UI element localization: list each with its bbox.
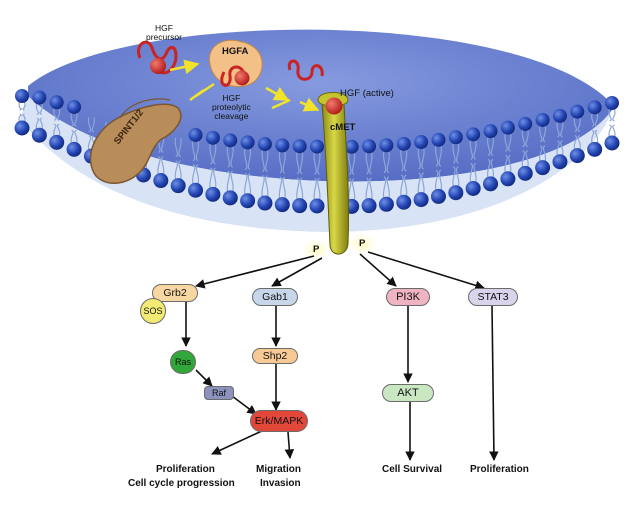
stat3-node: STAT3 [468,288,518,306]
activation-arrows [169,59,320,112]
hgf-precursor-label: HGF precursor [146,23,182,42]
signaling-arrows [181,251,499,461]
cmet-receptor [317,92,350,255]
hgf-cleaved-molecule [220,65,250,87]
cmet-label: cMET [330,122,356,133]
erk-mapk-node: Erk/MAPK [250,410,308,432]
arrow-ras-raf [195,369,213,387]
outcome-cell-cycle-label: Cell cycle progression [128,478,235,489]
shp2-node: Shp2 [252,348,298,364]
phospho-right-label: P [359,238,366,249]
outcome-proliferation-label: Proliferation [156,464,215,475]
phospho-left-label: P [313,244,320,255]
outcome-cell-survival-label: Cell Survival [382,464,443,475]
membrane-bilayer-band [20,96,612,232]
arrow-to-stat3 [367,251,485,291]
grb2-node: Grb2 [152,284,198,302]
ras-node: Ras [170,350,196,374]
raf-node: Raf [204,386,234,400]
pi3k-node: PI3K [386,288,430,306]
phospho-glow-right [348,234,376,254]
hgfa-label: HGFA [222,46,249,57]
arrow-raf-erk [231,395,257,415]
akt-node: AKT [382,384,434,402]
hgf-chain [287,59,324,81]
outcome-proliferation-stat3-label: Proliferation [470,464,529,475]
phospho-glow-left [302,240,330,260]
gab1-node: Gab1 [252,288,298,306]
arrow-to-grb2 [195,255,315,289]
arrow-to-gab1 [271,257,323,287]
hgf-cleavage-label: HGF proteolytic cleavage [212,93,251,121]
outcome-invasion-label: Invasion [260,478,301,489]
sos-node: SOS [140,298,166,324]
arrow-stat3-proliferation [489,305,499,461]
arrow-erk-migration [284,431,295,459]
arrow-erk-proliferation [211,429,265,455]
lipid-heads-inner [14,120,620,214]
hgf-precursor-molecule [137,40,178,75]
spint-protein [89,98,182,184]
outcome-migration-label: Migration [256,464,301,475]
hgf-active-label: HGF (active) [340,88,394,99]
lipid-heads-outer [15,89,619,154]
arrow-to-pi3k [359,253,397,287]
